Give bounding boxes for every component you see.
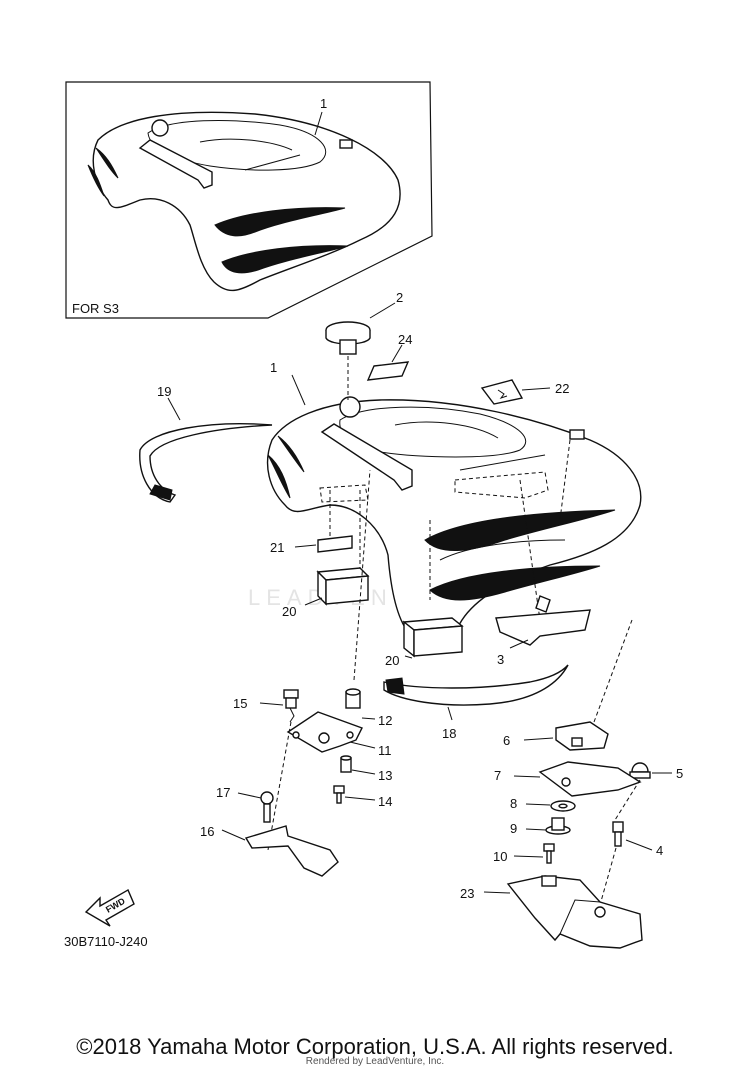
- callout-22: 22: [555, 381, 569, 396]
- callout-24: 24: [398, 332, 412, 347]
- callout-9: 9: [510, 821, 517, 836]
- part-19-strip: 19: [139, 384, 273, 503]
- callout-2: 2: [396, 290, 403, 305]
- callout-13: 13: [378, 768, 392, 783]
- callout-10: 10: [493, 849, 507, 864]
- part-20-damper-b: 20: [385, 617, 464, 668]
- part-3-cover: 3: [495, 595, 591, 667]
- callout-19: 19: [157, 384, 171, 399]
- callout-15: 15: [233, 696, 247, 711]
- callout-16: 16: [200, 824, 214, 839]
- part-22-emblem: 22: [480, 379, 569, 405]
- part-24-label: 24: [366, 332, 412, 381]
- fuel-tank: 1: [266, 360, 642, 642]
- callout-8: 8: [510, 796, 517, 811]
- callout-11: 11: [378, 743, 392, 758]
- part-21-pad: 21: [270, 535, 353, 555]
- callout-23: 23: [460, 886, 474, 901]
- part-2-cap: 2: [325, 290, 403, 400]
- callout-12: 12: [378, 713, 392, 728]
- copyright-notice: ©2018 Yamaha Motor Corporation, U.S.A. A…: [76, 1034, 674, 1059]
- callout-4: 4: [656, 843, 663, 858]
- callout-3: 3: [497, 652, 504, 667]
- callout-14: 14: [378, 794, 392, 809]
- fwd-arrow-icon: FWD: [84, 889, 135, 927]
- callout-5: 5: [676, 766, 683, 781]
- callout-21: 21: [270, 540, 284, 555]
- part-18-strip: 18: [383, 664, 569, 741]
- right-mount-hardware: 6 5 7 8 9 10 4: [460, 619, 683, 949]
- callout-18: 18: [442, 726, 456, 741]
- callout-7: 7: [494, 768, 501, 783]
- part-20-damper-a: 20: [282, 567, 370, 619]
- callout-20b: 20: [385, 653, 399, 668]
- inset-box: FOR S3 1: [65, 81, 433, 319]
- diagram-code: 30B7110-J240: [64, 934, 148, 949]
- callout-17: 17: [216, 785, 230, 800]
- callout-20a: 20: [282, 604, 296, 619]
- callout-1: 1: [270, 360, 277, 375]
- inset-label: FOR S3: [72, 301, 119, 316]
- rendered-by: Rendered by LeadVenture, Inc.: [305, 1056, 445, 1067]
- callout-1-inset: 1: [320, 96, 327, 111]
- left-mount-hardware: 15 12 11 13 14 17 16: [200, 469, 392, 877]
- callout-6: 6: [503, 733, 510, 748]
